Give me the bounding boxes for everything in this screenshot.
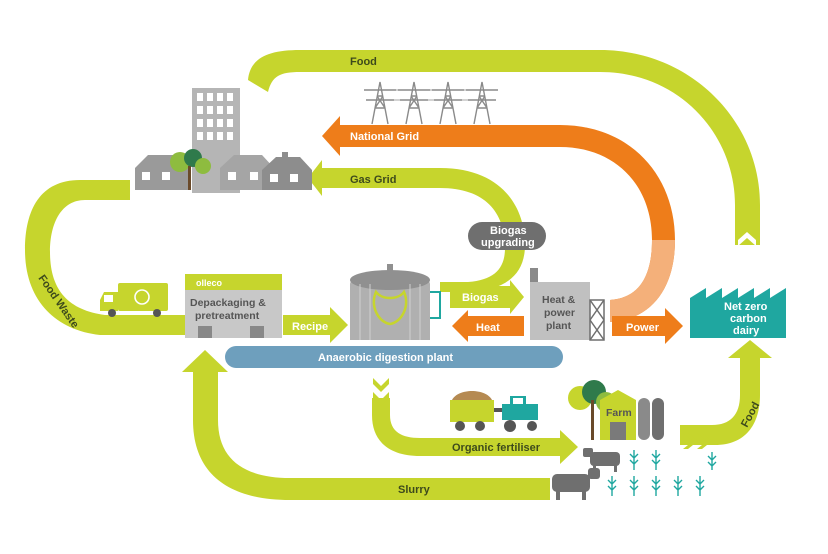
pylon-icon <box>432 81 464 125</box>
food-up-chevrons <box>738 232 756 278</box>
cow-icon <box>552 468 600 500</box>
gas-grid-label: Gas Grid <box>350 174 396 186</box>
dairy-label-3: dairy <box>733 325 760 337</box>
pylon-icon <box>398 81 430 125</box>
food-top-label: Food <box>350 56 377 68</box>
recipe-label: Recipe <box>292 321 328 333</box>
cow-icons <box>552 448 620 500</box>
crop-icon <box>651 450 661 470</box>
biogas-label: Biogas <box>462 292 499 304</box>
biogas-upgrading-node: Biogas upgrading <box>468 222 546 250</box>
dairy-label-2: carbon <box>730 313 767 325</box>
crop-icons <box>607 450 717 496</box>
food-right-flow <box>680 355 760 445</box>
gas-grid-arrowhead <box>308 160 322 196</box>
chp-label-2: power <box>544 307 575 319</box>
farm-icon: Farm <box>568 380 664 440</box>
depack-label-1: Depackaging & <box>190 297 266 309</box>
depack-label-2: pretreatment <box>195 310 260 322</box>
fertiliser-chevrons <box>373 378 389 406</box>
dairy-label-1: Net zero <box>724 301 768 313</box>
pylon-icon <box>466 81 498 125</box>
ad-plant-bar: Anaerobic digestion plant <box>225 346 563 368</box>
slurry-flow <box>193 370 550 500</box>
depackaging-building: olleco Depackaging & pretreatment <box>185 274 282 338</box>
crop-icon <box>629 476 639 496</box>
national-grid-arrowhead <box>322 116 340 156</box>
food-top-flow <box>248 50 760 245</box>
biogas-upgrading-label-2: upgrading <box>481 237 535 249</box>
slurry-label: Slurry <box>398 484 431 496</box>
chp-label-3: plant <box>546 320 572 332</box>
fertiliser-flow <box>372 398 578 464</box>
cow-icon <box>583 448 620 472</box>
farm-label: Farm <box>606 407 632 419</box>
national-grid-fade <box>610 240 675 322</box>
power-flow <box>612 308 683 344</box>
truck-logo-label: olleco <box>196 278 223 288</box>
food-right-arrowhead <box>728 340 772 358</box>
chp-label-1: Heat & <box>542 294 576 306</box>
crop-icon <box>651 476 661 496</box>
crop-icon <box>707 452 717 470</box>
food-waste-flow <box>25 180 185 335</box>
chp-plant-building: Heat & power plant <box>530 268 605 341</box>
crop-icon <box>695 476 705 496</box>
biogas-flow <box>450 280 524 314</box>
ad-plant-label: Anaerobic digestion plant <box>318 352 453 364</box>
national-grid-label: National Grid <box>350 131 419 143</box>
slurry-up-arrow <box>182 350 228 372</box>
pylon-icons <box>364 81 498 125</box>
heat-label: Heat <box>476 322 500 334</box>
digester-tank-icon <box>350 264 441 340</box>
food-waste-chevrons <box>86 182 128 198</box>
food-right-chevrons <box>683 433 712 449</box>
power-label: Power <box>626 322 660 334</box>
tractor-icon <box>450 391 538 432</box>
city-icon <box>135 88 312 193</box>
crop-icon <box>607 476 617 496</box>
net-zero-dairy-building: Net zero carbon dairy <box>690 288 786 338</box>
heat-flow <box>452 310 524 342</box>
food-waste-truck-icon <box>100 283 168 317</box>
crop-icon <box>673 476 683 496</box>
gas-grid-flow <box>320 168 525 292</box>
biogas-upgrading-label-1: Biogas <box>490 225 527 237</box>
slurry-chevrons <box>483 479 532 499</box>
organic-fertiliser-label: Organic fertiliser <box>452 442 541 454</box>
pylon-icon <box>364 81 396 125</box>
crop-icon <box>629 450 639 470</box>
recipe-flow <box>283 307 348 343</box>
chp-scaffold <box>589 299 605 341</box>
